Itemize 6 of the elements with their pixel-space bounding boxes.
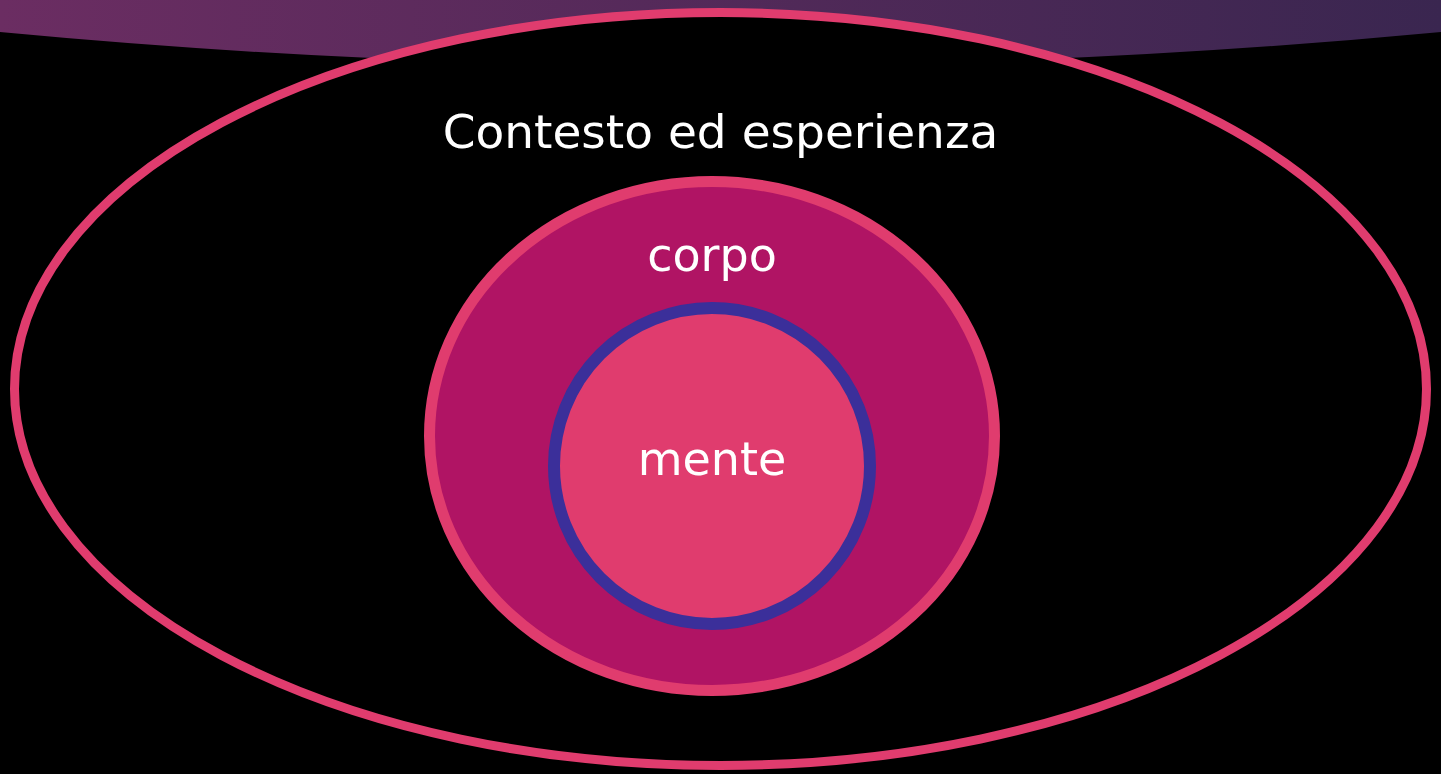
ellipse-label: corpo	[647, 228, 777, 282]
middle-ellipse	[424, 176, 1000, 696]
outer-ellipse	[10, 8, 1431, 770]
inner-circle	[548, 302, 876, 630]
ellipse-label: mente	[637, 432, 787, 486]
ellipse-label: Contesto ed esperienza	[442, 104, 999, 159]
